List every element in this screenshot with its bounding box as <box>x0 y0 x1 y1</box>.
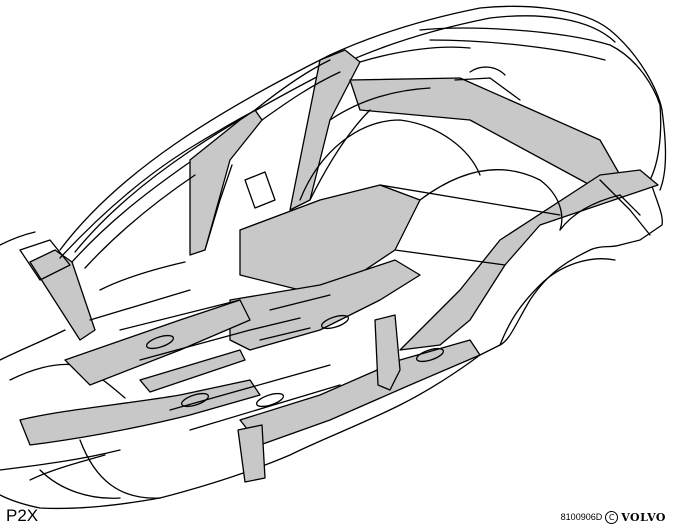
figure-code-label: P2X <box>6 506 39 525</box>
copyright-icon: C <box>605 510 619 524</box>
structure-detail-lines <box>19 46 651 499</box>
figure-reference-number: 8100906D <box>560 512 603 522</box>
highlighted-members <box>19 49 659 483</box>
figure-footer: 8100906D C VOLVO <box>561 510 666 524</box>
brand-name: VOLVO <box>621 510 666 524</box>
